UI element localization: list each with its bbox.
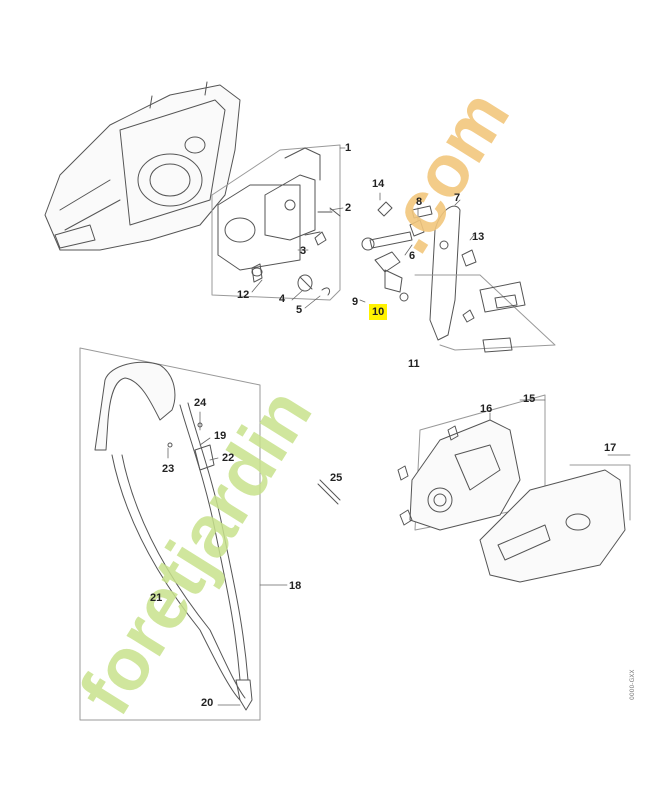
callout-24: 24	[194, 397, 207, 409]
callout-11: 11	[408, 358, 420, 370]
document-code: 0000-GXX	[629, 669, 636, 700]
callout-22: 22	[222, 452, 235, 464]
small-parts-left	[251, 231, 331, 296]
callout-4: 4	[279, 293, 286, 305]
callout-21: 21	[150, 592, 163, 604]
engine-housing	[44, 81, 241, 251]
harness-assembly	[79, 347, 341, 721]
callout-23: 23	[162, 463, 175, 475]
callout-20: 20	[201, 697, 214, 709]
callout-12: 12	[237, 289, 250, 301]
callout-18: 18	[289, 580, 302, 592]
callout-5: 5	[296, 304, 303, 316]
callout-10-highlighted: 10	[369, 304, 388, 320]
callout-2: 2	[345, 202, 352, 214]
callout-8: 8	[416, 196, 423, 208]
callout-7: 7	[454, 192, 461, 204]
callout-1: 1	[345, 142, 352, 154]
part-7-11-cover	[414, 205, 556, 353]
callout-19: 19	[214, 430, 227, 442]
callout-25: 25	[330, 472, 343, 484]
callout-14: 14	[372, 178, 385, 190]
leader-lines	[167, 147, 631, 706]
callout-3: 3	[300, 245, 307, 257]
callout-17: 17	[604, 442, 617, 454]
callout-6: 6	[409, 250, 416, 262]
tensioner-parts	[361, 201, 433, 302]
callout-15: 15	[523, 393, 536, 405]
part-1-assembly	[211, 144, 341, 301]
callout-16: 16	[480, 403, 493, 415]
callout-9: 9	[352, 296, 359, 308]
callout-13: 13	[472, 231, 485, 243]
bar-scabbard	[479, 464, 631, 583]
sprocket-cover	[397, 394, 546, 531]
